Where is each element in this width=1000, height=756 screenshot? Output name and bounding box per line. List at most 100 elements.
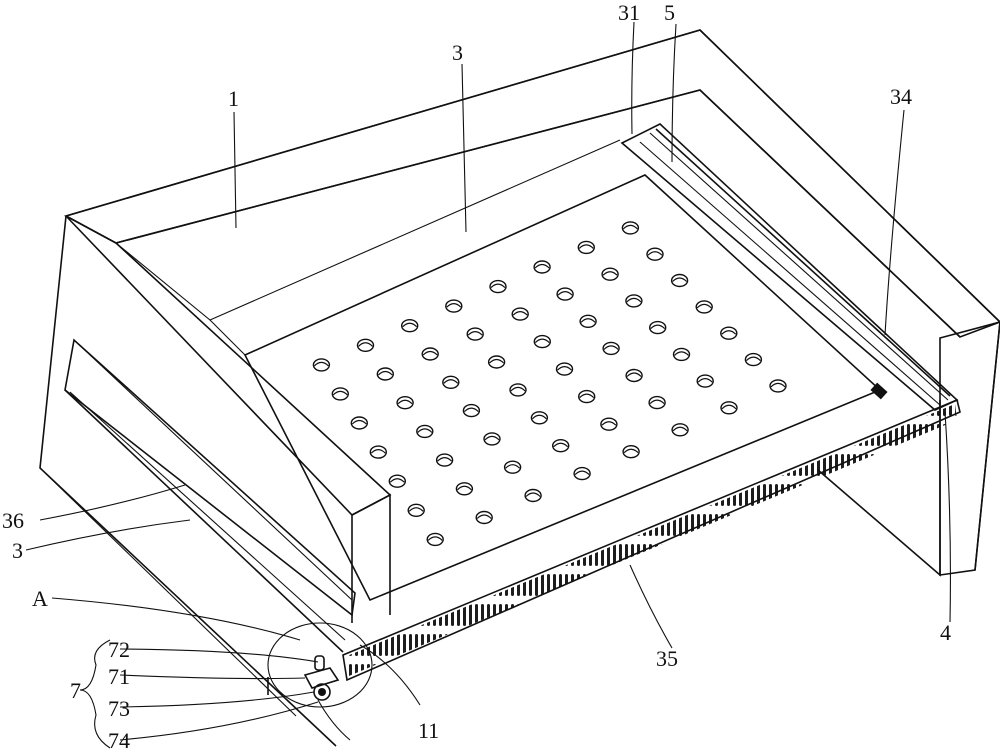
plate-hole-shade [402,322,418,328]
plate-hole-shade [721,404,737,410]
plate-hole [533,334,551,349]
plate-hole-shade [557,366,572,371]
plate-hole-shade [389,478,405,483]
plate-hole [466,327,484,341]
plate-hole-shade [463,407,479,413]
plate-hole-shade [417,428,433,433]
plate-hole-shade [443,379,459,384]
plate-hole-shade [697,378,713,383]
label-31: 31 [618,0,640,25]
plate-hole [426,532,444,547]
plate-hole [489,279,507,294]
frame-right-wall [817,321,1000,577]
plate-hole [435,453,454,467]
left-guide-rail [64,338,356,653]
lock-pin [314,655,325,671]
label-35: 35 [656,646,678,671]
plate-hole [555,362,574,376]
plate-hole-shade [672,426,688,432]
plate-hole-shade [427,536,443,541]
label-71: 71 [108,664,130,689]
label-5: 5 [664,0,675,25]
plate-hole [744,352,763,367]
rail-slider-block [870,382,888,400]
plate-hole-shade [534,263,550,269]
plate-hole [475,510,493,525]
plate-hole-shade [490,283,506,289]
plate-hole [407,503,425,517]
plate-hole [695,300,713,314]
plate-hole [672,347,691,362]
plate-hole-shade [574,470,590,476]
plate-hole-shade [531,414,547,420]
plate-hole [769,379,787,393]
plate-hole-shade [505,464,521,469]
plate-hole-shade [579,393,595,399]
plate-hole-shade [626,372,642,377]
plate-hole-shade [351,419,367,425]
plate-hole-shade [623,448,639,454]
plate-hole [487,355,506,369]
plate-hole-shade [422,350,438,356]
plate-hole [396,396,414,410]
lock-assembly [267,622,373,741]
frame-back-wall [63,29,1000,338]
plate-hole [625,368,643,383]
label-3-top: 3 [452,40,463,65]
plate-holes [312,221,787,547]
label-72: 72 [108,637,130,662]
plate-hole [573,466,591,481]
plate-hole [369,445,387,459]
plate-hole-shade [580,318,596,323]
plate-hole-shade [489,358,505,364]
plate-hole-shade [647,251,663,256]
plate-hole [421,347,439,361]
plate-hole-shade [370,449,386,454]
plate-hole-shade [358,342,373,347]
plate-hole [388,474,406,488]
plate-hole [462,403,481,418]
plate-hole [530,411,549,425]
plate-hole [622,445,640,459]
plate-hole [376,367,394,381]
plate-hole [648,395,666,410]
plate-hole-shade [721,330,737,335]
front-rack [342,398,961,682]
plate-hole [649,320,667,335]
plate-hole-shade [510,386,526,392]
plate-hole-shade [622,224,638,230]
plate-hole-shade [456,485,472,491]
plate-hole [625,294,643,308]
plate-hole-shade [674,351,689,356]
plate-hole [579,314,597,328]
perforated-plate [243,174,882,602]
right-rail [620,123,959,411]
plate-hole [600,417,618,431]
label-11: 11 [418,718,439,743]
reference-labels: 1 3 31 5 34 36 3 A 72 71 7 73 74 11 35 4 [2,0,951,753]
plate-hole [312,358,331,372]
plate-hole [646,247,664,261]
label-36: 36 [2,508,24,533]
plate-hole-shade [626,297,642,303]
plate-hole [621,221,640,235]
label-34: 34 [890,84,912,109]
plate-hole [533,260,551,274]
label-74: 74 [108,728,130,753]
lock-plate [303,667,340,689]
plate-hole-shade [397,399,413,405]
plate-hole [671,423,689,437]
plate-hole-shade [770,382,786,388]
plate-hole [720,401,738,415]
plate-hole [524,488,542,503]
plate-hole-shade [525,492,541,497]
plate-hole-shade [745,356,761,362]
plate-hole-shade [557,291,573,296]
plate-hole [509,383,527,397]
plate-hole-shade [534,338,550,344]
label-A: A [32,586,48,611]
label-4: 4 [940,620,951,645]
plate-hole [577,240,595,255]
